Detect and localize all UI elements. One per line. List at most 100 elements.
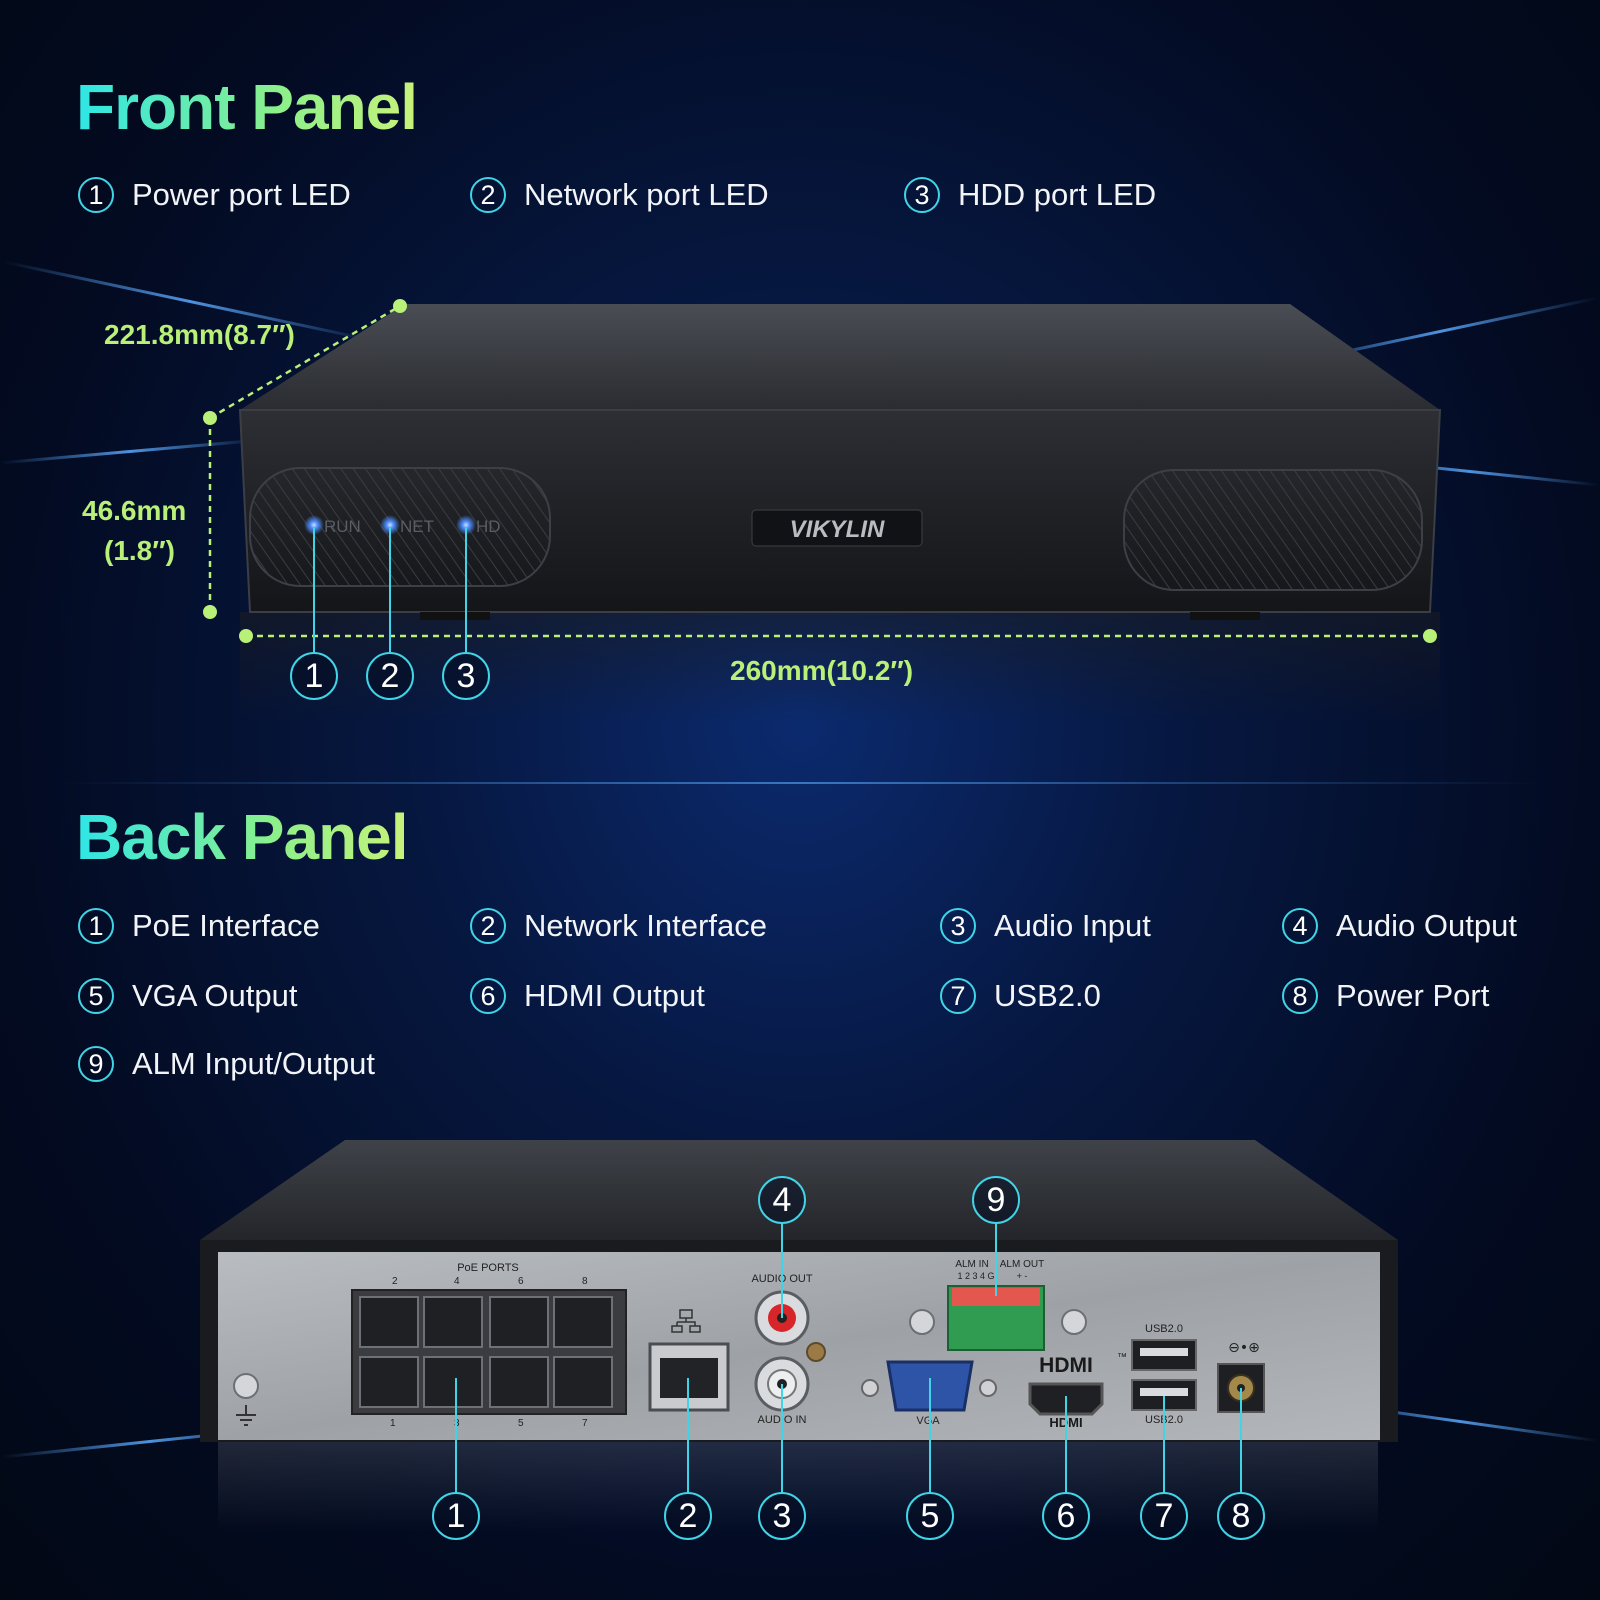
- front-callout-2: 2: [366, 652, 414, 700]
- legend-number: 1: [78, 908, 114, 944]
- usb-port-top-tongue: [1140, 1348, 1188, 1356]
- front-panel-title: Front Panel: [76, 71, 418, 143]
- width-dimension-label: 260mm(10.2″): [730, 655, 914, 686]
- height-dimension-label-mm: 46.6mm: [82, 495, 187, 526]
- back-legend-item-4: 4 Audio Output: [1282, 908, 1517, 944]
- front-reflection: [240, 612, 1440, 722]
- legend-label: HDMI Output: [524, 978, 705, 1013]
- legend-number: 4: [1282, 908, 1318, 944]
- alm-out-pins-label: + -: [1017, 1271, 1028, 1281]
- height-dimension-label-in: (1.8″): [104, 535, 175, 566]
- network-symbol-icon: [671, 1309, 701, 1333]
- vga-label: VGA: [916, 1415, 940, 1427]
- vga-screw-icon: [979, 1379, 997, 1397]
- poe-port: [423, 1356, 483, 1408]
- dimension-endpoint: [239, 629, 253, 643]
- legend-label: ALM Input/Output: [132, 1046, 375, 1081]
- poe-top-number: 6: [518, 1276, 524, 1287]
- light-beam: [60, 782, 1540, 784]
- run-led-label: RUN: [324, 517, 361, 536]
- back-callout-7: 7: [1140, 1492, 1188, 1540]
- poe-top-number: 4: [454, 1276, 460, 1287]
- run-led-icon: [304, 515, 324, 535]
- poe-port: [553, 1296, 613, 1348]
- poe-bottom-number: 1: [390, 1418, 396, 1429]
- back-legend-item-9: 9 ALM Input/Output: [78, 1046, 375, 1082]
- alm-screw-icon: [1061, 1309, 1087, 1335]
- back-callout-4: 4: [758, 1176, 806, 1224]
- legend-number: 1: [78, 177, 114, 213]
- dimension-endpoint: [393, 299, 407, 313]
- hd-led-label: HD: [476, 517, 501, 536]
- back-callout-9: 9: [972, 1176, 1020, 1224]
- front-nvr-illustration: RUN NET HD VIKYLIN: [203, 299, 1442, 722]
- legend-label: Network Interface: [524, 908, 767, 943]
- poe-port: [489, 1356, 549, 1408]
- poe-top-number: 8: [582, 1276, 588, 1287]
- legend-number: 5: [78, 978, 114, 1014]
- back-legend-item-3: 3 Audio Input: [940, 908, 1151, 944]
- legend-number: 2: [470, 177, 506, 213]
- power-polarity-symbol: ⊖•⊕: [1228, 1340, 1260, 1356]
- legend-label: USB2.0: [994, 978, 1101, 1013]
- front-callout-1: 1: [290, 652, 338, 700]
- back-callout-1: 1: [432, 1492, 480, 1540]
- poe-port: [359, 1356, 419, 1408]
- legend-label: Audio Input: [994, 908, 1151, 943]
- back-callout-leaders: [455, 1222, 1242, 1494]
- back-legend-item-1: 1 PoE Interface: [78, 908, 320, 944]
- legend-label: Power port LED: [132, 177, 351, 212]
- back-callout-8: 8: [1217, 1492, 1265, 1540]
- alm-out-label: ALM OUT: [1000, 1259, 1044, 1270]
- poe-port: [489, 1296, 549, 1348]
- back-legend-item-2: 2 Network Interface: [470, 908, 767, 944]
- legend-label: Power Port: [1336, 978, 1490, 1013]
- vga-screw-icon: [861, 1379, 879, 1397]
- hdmi-trademark: ™: [1117, 1352, 1127, 1363]
- usb-top-label: USB2.0: [1145, 1323, 1183, 1335]
- poe-port: [553, 1356, 613, 1408]
- back-panel-title: Back Panel: [76, 801, 409, 873]
- legend-label: Audio Output: [1336, 908, 1517, 943]
- dimension-endpoint: [203, 605, 217, 619]
- legend-number: 8: [1282, 978, 1318, 1014]
- back-legend-item-8: 8 Power Port: [1282, 978, 1489, 1014]
- back-callout-5: 5: [906, 1492, 954, 1540]
- depth-dimension-label: 221.8mm(8.7″): [104, 319, 295, 350]
- alm-in-label: ALM IN: [955, 1259, 988, 1270]
- net-led-icon: [380, 515, 400, 535]
- back-callout-3: 3: [758, 1492, 806, 1540]
- net-led-label: NET: [400, 517, 434, 536]
- vga-screw-icon: [909, 1309, 935, 1335]
- legend-number: 9: [78, 1046, 114, 1082]
- poe-top-number: 2: [392, 1276, 398, 1287]
- hd-led-icon: [456, 515, 476, 535]
- back-callout-2: 2: [664, 1492, 712, 1540]
- alm-terminal-pins: [952, 1288, 1040, 1306]
- poe-port: [359, 1296, 419, 1348]
- legend-number: 6: [470, 978, 506, 1014]
- brand-logo: VIKYLIN: [790, 516, 885, 543]
- depth-dimension-line: [209, 304, 401, 420]
- front-legend-item-1: 1 Power port LED: [78, 177, 351, 213]
- legend-label: PoE Interface: [132, 908, 320, 943]
- front-feet: [420, 612, 490, 620]
- back-legend-item-5: 5 VGA Output: [78, 978, 297, 1014]
- front-callout-3: 3: [442, 652, 490, 700]
- alm-in-pins-label: 1 2 3 4 G: [957, 1271, 994, 1281]
- back-legend-item-6: 6 HDMI Output: [470, 978, 705, 1014]
- back-legend-item-7: 7 USB2.0: [940, 978, 1101, 1014]
- poe-ports: [359, 1296, 613, 1408]
- usb-port-bottom-tongue: [1140, 1388, 1188, 1396]
- front-legend-item-2: 2 Network port LED: [470, 177, 769, 213]
- front-bezel-right: [1123, 469, 1423, 591]
- ground-screw-icon: [233, 1373, 259, 1399]
- poe-bottom-number: 5: [518, 1418, 524, 1429]
- front-legend-item-3: 3 HDD port LED: [904, 177, 1156, 213]
- poe-ports-label: PoE PORTS: [457, 1262, 519, 1274]
- front-feet: [1190, 612, 1260, 620]
- legend-label: HDD port LED: [958, 177, 1157, 212]
- legend-number: 2: [470, 908, 506, 944]
- dimension-endpoint: [1423, 629, 1437, 643]
